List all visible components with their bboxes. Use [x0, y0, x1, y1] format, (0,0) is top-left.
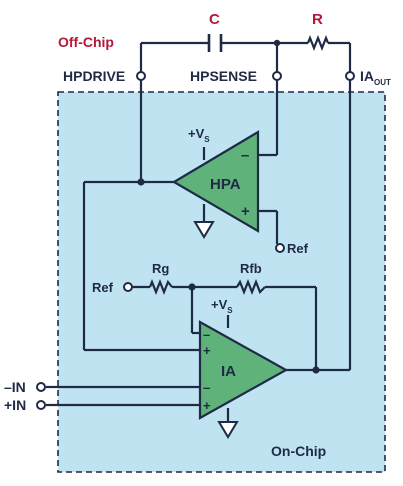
minus-in-pin — [36, 382, 46, 392]
ia-supply-label: +VS — [211, 297, 233, 315]
rg-label: Rg — [152, 261, 169, 276]
hpsense-label: HPSENSE — [190, 68, 257, 84]
junction-dot — [188, 283, 196, 291]
junction-dot — [312, 366, 320, 374]
junction-dot — [273, 39, 281, 47]
on-chip-label: On-Chip — [271, 443, 326, 459]
hpa-supply-main: +V — [188, 126, 205, 141]
ia-supply-main: +V — [211, 297, 228, 312]
cap-label: C — [209, 11, 220, 28]
hpa-ref-label: Ref — [287, 241, 309, 256]
on-chip-wiring — [46, 80, 352, 422]
resistor-rg — [148, 279, 173, 295]
hpa-label: HPA — [210, 176, 241, 193]
res-label: R — [312, 11, 323, 28]
ia-out-pin — [345, 71, 355, 81]
ia-supply-sub: S — [227, 306, 233, 315]
ground-icon — [193, 221, 215, 239]
ia-out-sub: OUT — [374, 78, 391, 87]
hpa-supply-sub: S — [204, 135, 210, 144]
ia-ref-pin — [123, 282, 133, 292]
ia-plus-top: + — [203, 343, 211, 358]
hpsense-pin — [272, 71, 282, 81]
hpa-ref-pin — [275, 243, 285, 253]
plus-in-pin — [36, 400, 46, 410]
ref-label: Ref — [92, 280, 114, 295]
hpa-amplifier — [171, 130, 260, 233]
hpa-plus: + — [241, 203, 250, 220]
ia-out-main: IA — [360, 68, 374, 84]
ia-minus-in: – — [203, 380, 210, 395]
hpa-minus: – — [241, 147, 249, 164]
ia-plus-in: + — [203, 398, 211, 413]
junction-dot — [137, 178, 145, 186]
plus-in-label: +IN — [4, 397, 26, 413]
minus-in-label: –IN — [4, 379, 26, 395]
rfb-label: Rfb — [240, 261, 262, 276]
ia-label: IA — [221, 363, 236, 380]
resistor-r — [306, 35, 330, 51]
capacitor-c — [207, 34, 223, 52]
off-chip-label: Off-Chip — [58, 34, 114, 50]
ia-amplifier — [198, 320, 289, 420]
hpdrive-pin — [136, 71, 146, 81]
hpdrive-label: HPDRIVE — [63, 68, 125, 84]
off-chip-wiring — [139, 41, 352, 72]
resistor-rfb — [236, 279, 266, 295]
ground-icon — [217, 421, 239, 439]
hpa-supply-label: +VS — [188, 126, 210, 144]
ia-minus-top: – — [203, 327, 210, 342]
ia-out-label: IAOUT — [360, 68, 391, 87]
